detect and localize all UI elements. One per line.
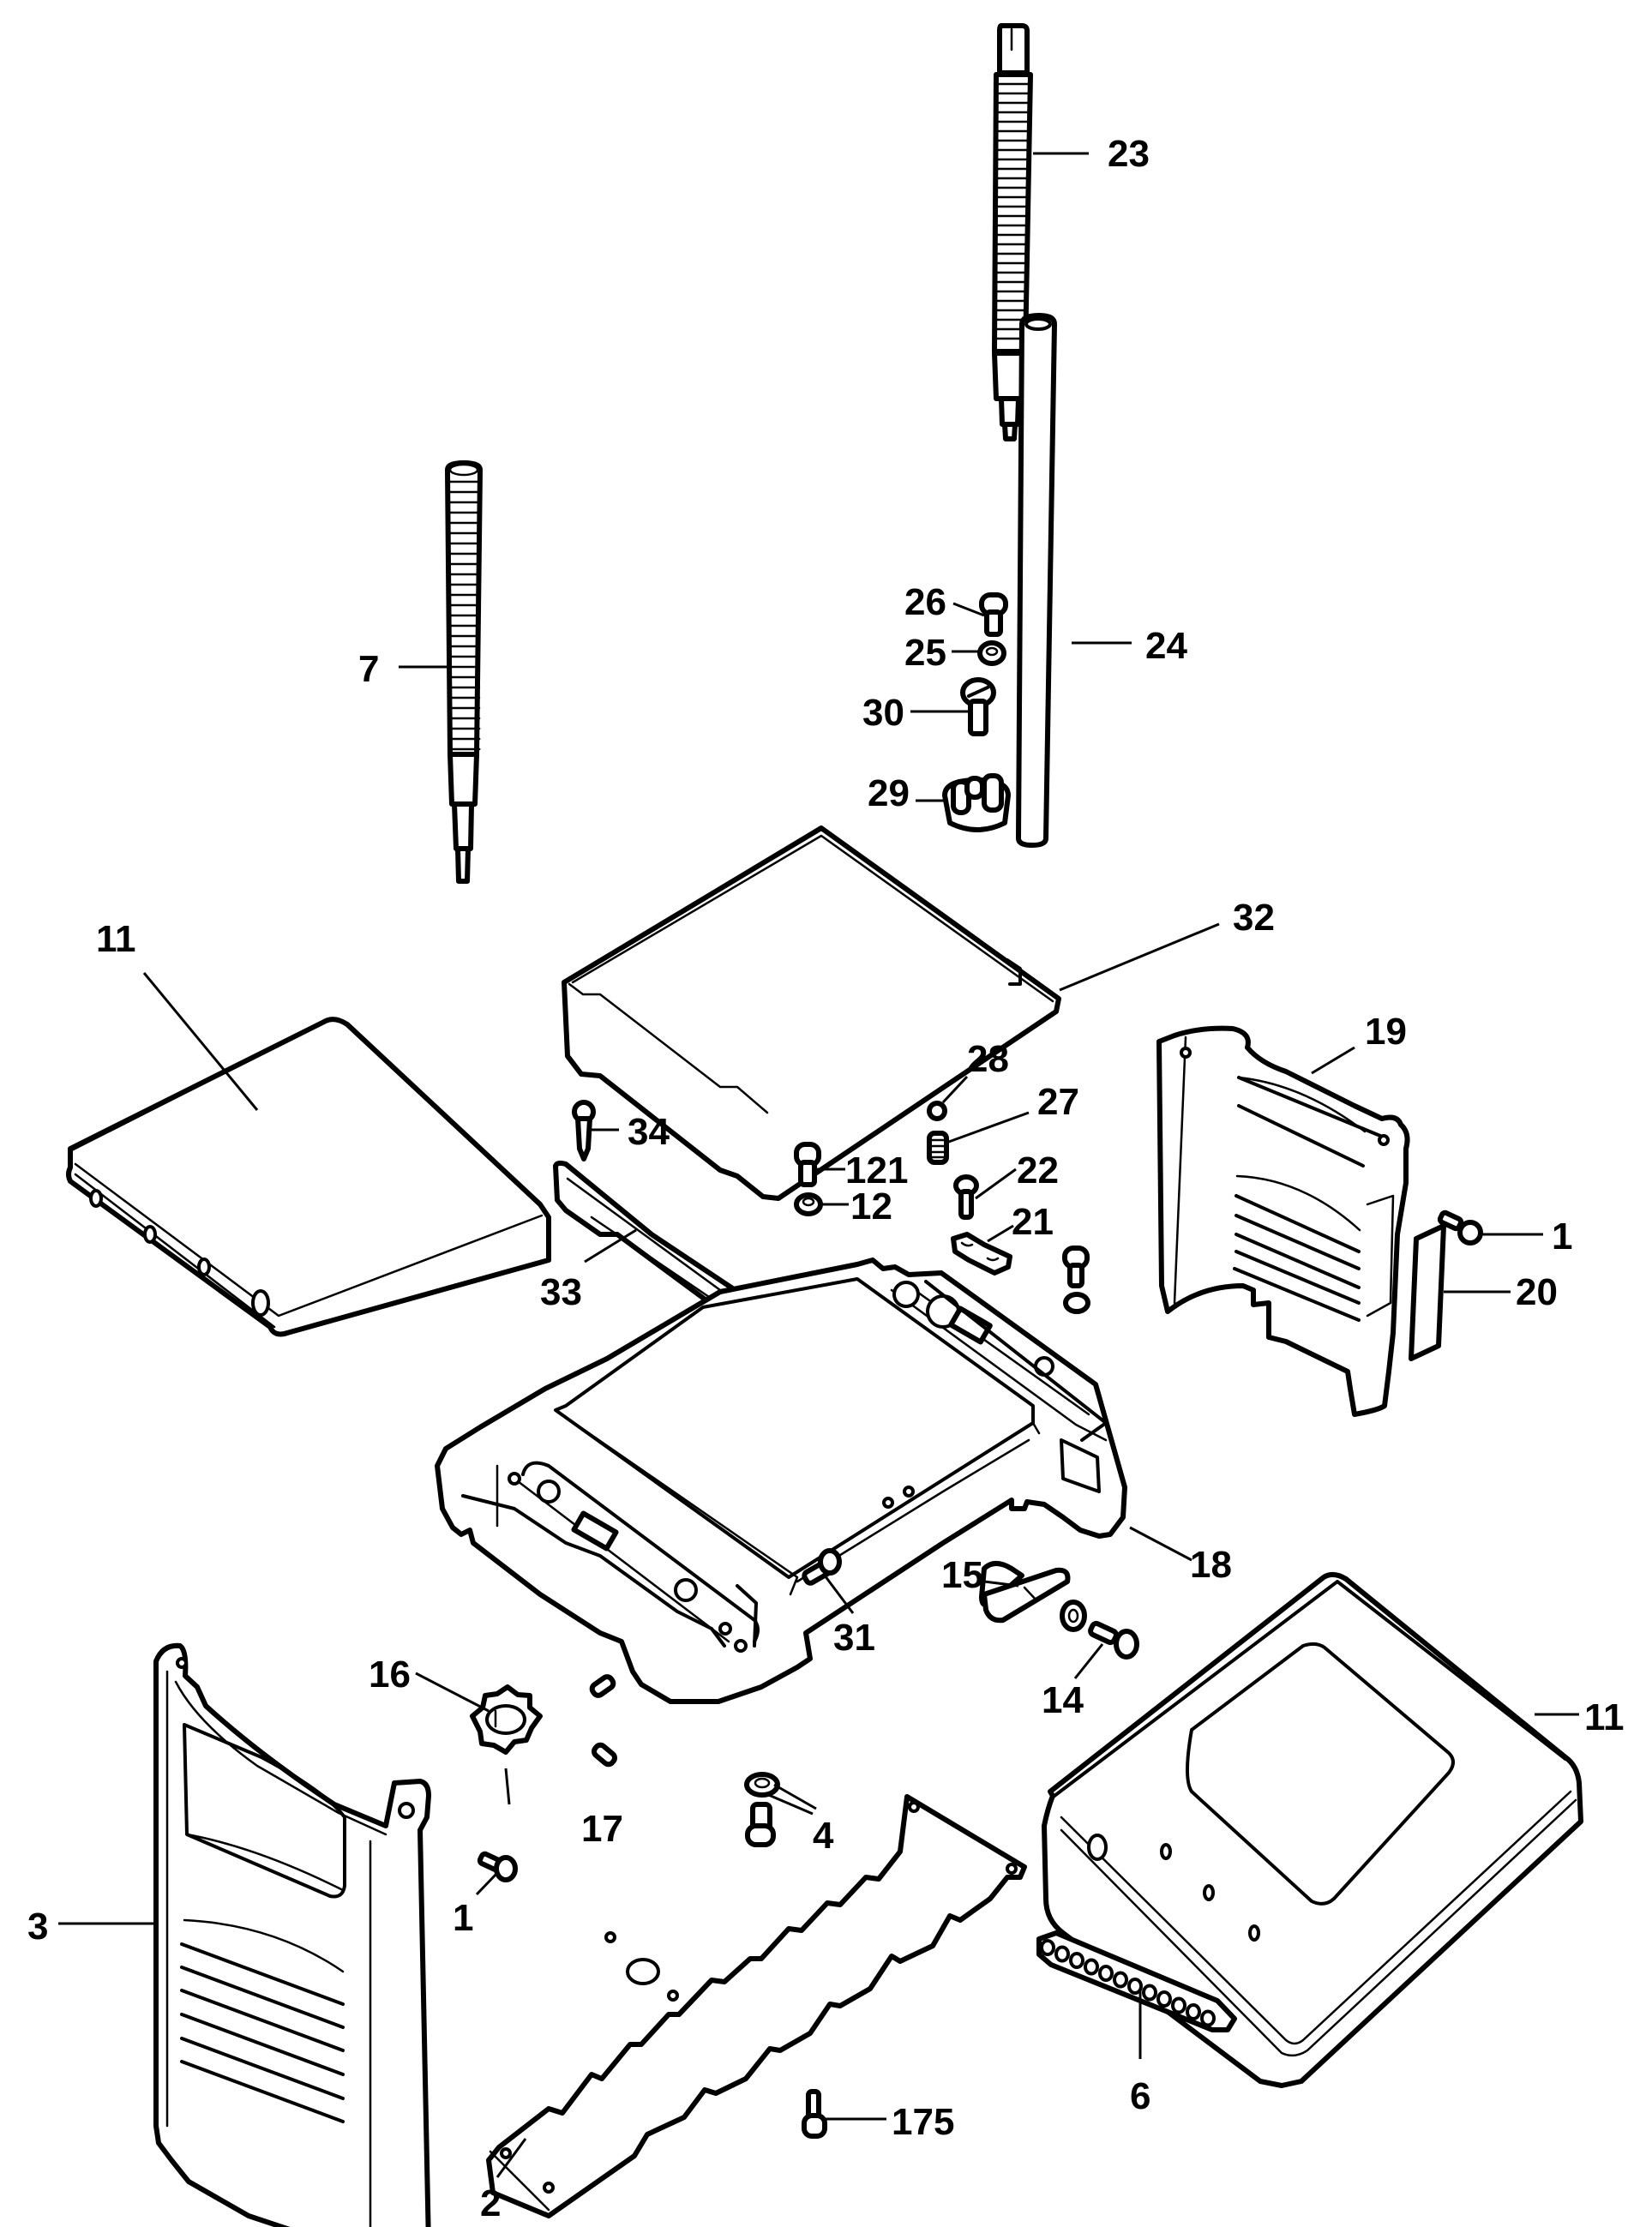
part-6-chain[interactable] bbox=[1036, 1930, 1237, 2032]
callout-14: 14 bbox=[1042, 1679, 1084, 1721]
leader-22 bbox=[975, 1168, 1017, 1200]
part-14-screw[interactable] bbox=[1060, 1600, 1139, 1660]
part-16-sprocket[interactable] bbox=[470, 1684, 543, 1755]
callout-34: 34 bbox=[628, 1111, 670, 1153]
part-121-bolt[interactable] bbox=[794, 1142, 821, 1187]
leader-32 bbox=[1059, 922, 1220, 992]
part-11-side-table-left[interactable] bbox=[66, 1017, 551, 1337]
callout-16: 16 bbox=[369, 1654, 411, 1696]
callout-24: 24 bbox=[1145, 625, 1187, 667]
part-175-screw[interactable] bbox=[802, 2089, 827, 2139]
part-20-label-plate[interactable] bbox=[1409, 1223, 1446, 1361]
chain-link bbox=[1200, 2009, 1216, 2027]
part-1-screw-left[interactable] bbox=[477, 1851, 518, 1882]
leader-33 bbox=[584, 1228, 637, 1264]
leader-11-left bbox=[142, 972, 259, 1111]
leader-18 bbox=[1129, 1526, 1192, 1562]
chain-link bbox=[1084, 1958, 1099, 1976]
chain-link bbox=[1098, 1965, 1114, 1982]
callout-27: 27 bbox=[1037, 1081, 1079, 1123]
part-11-side-table-right[interactable] bbox=[1042, 1572, 1583, 2088]
callout-32: 32 bbox=[1233, 897, 1275, 939]
part-26-screw[interactable] bbox=[979, 592, 1008, 637]
leader-31 bbox=[823, 1575, 855, 1614]
leader-14 bbox=[1073, 1643, 1104, 1679]
callout-3: 3 bbox=[27, 1906, 48, 1948]
chain-link bbox=[1171, 1996, 1186, 2014]
chain-link bbox=[1156, 1990, 1172, 2008]
part-24-column-tube[interactable] bbox=[1016, 313, 1057, 848]
leader-21 bbox=[987, 1224, 1014, 1243]
chain-link bbox=[1040, 1939, 1055, 1956]
callout-121: 121 bbox=[845, 1150, 908, 1192]
chain-link bbox=[1113, 1971, 1128, 1989]
part-19-side-cover-right[interactable] bbox=[1156, 1025, 1410, 1417]
callout-20: 20 bbox=[1516, 1271, 1558, 1313]
leader-15 bbox=[983, 1580, 1019, 1588]
callout-26: 26 bbox=[904, 581, 946, 623]
part-4-bolt-and-washer[interactable] bbox=[744, 1772, 780, 1847]
part-1-screw-right[interactable] bbox=[1437, 1210, 1483, 1246]
callout-17: 17 bbox=[581, 1808, 623, 1850]
chain-link bbox=[1054, 1945, 1070, 1963]
callout-4: 4 bbox=[813, 1815, 834, 1857]
callout-23: 23 bbox=[1108, 133, 1150, 175]
callout-175: 175 bbox=[892, 2101, 954, 2143]
chain-link bbox=[1127, 1978, 1143, 1995]
callout-1-left: 1 bbox=[453, 1897, 473, 1939]
part-12-nut[interactable] bbox=[794, 1192, 823, 1216]
callout-30: 30 bbox=[862, 692, 904, 734]
part-32-top-plate[interactable] bbox=[562, 825, 1061, 1201]
leader-19 bbox=[1311, 1046, 1355, 1075]
callout-11-right: 11 bbox=[1584, 1696, 1625, 1738]
part-34-tapping-screw[interactable] bbox=[572, 1100, 596, 1162]
chain-link bbox=[1069, 1952, 1084, 1969]
callout-19: 19 bbox=[1365, 1011, 1407, 1053]
callout-29: 29 bbox=[868, 772, 910, 814]
callout-18: 18 bbox=[1190, 1544, 1232, 1586]
leader-1-left bbox=[475, 1871, 499, 1896]
callout-33: 33 bbox=[540, 1271, 582, 1313]
part-7-threaded-rod[interactable] bbox=[445, 460, 483, 884]
part-27-spring[interactable] bbox=[927, 1131, 949, 1165]
part-28-ball[interactable] bbox=[927, 1101, 947, 1121]
part-31-screw[interactable] bbox=[802, 1548, 842, 1586]
callout-22: 22 bbox=[1017, 1150, 1059, 1192]
part-21-clamp[interactable] bbox=[951, 1232, 1012, 1276]
part-25-washer[interactable] bbox=[977, 640, 1006, 666]
part-30-shoulder-screw[interactable] bbox=[960, 677, 996, 736]
leader-16 bbox=[415, 1672, 490, 1713]
callout-2: 2 bbox=[480, 2182, 501, 2224]
part-22-screw[interactable] bbox=[953, 1174, 979, 1220]
part-3-side-cover-left[interactable] bbox=[153, 1642, 431, 2227]
bolt-and-nut-unlabeled bbox=[1062, 1246, 1090, 1314]
callout-1-right: 1 bbox=[1552, 1216, 1572, 1258]
leader-28 bbox=[941, 1075, 969, 1104]
part-2-bottom-plate[interactable] bbox=[486, 1794, 1027, 2218]
callout-21: 21 bbox=[1012, 1201, 1054, 1243]
leader-26 bbox=[952, 602, 985, 617]
leader-17 bbox=[504, 1768, 511, 1805]
leader-2 bbox=[496, 2138, 527, 2178]
callout-11-left: 11 bbox=[96, 918, 136, 960]
part-23-threaded-rod[interactable] bbox=[992, 23, 1033, 441]
callout-7: 7 bbox=[358, 648, 379, 690]
callout-25: 25 bbox=[904, 632, 946, 674]
part-17-set-screw[interactable] bbox=[589, 1674, 618, 1768]
leader-4 bbox=[764, 1783, 817, 1816]
callout-6: 6 bbox=[1130, 2075, 1150, 2117]
chain-link bbox=[1186, 2003, 1201, 2020]
part-18-base[interactable] bbox=[435, 1258, 1127, 1704]
part-29-knob[interactable] bbox=[942, 773, 1011, 832]
callout-15: 15 bbox=[941, 1554, 983, 1596]
callout-12: 12 bbox=[850, 1186, 892, 1228]
part-15-handle[interactable] bbox=[979, 1561, 1071, 1624]
leader-27 bbox=[946, 1111, 1030, 1144]
callout-31: 31 bbox=[833, 1617, 875, 1659]
chain-link bbox=[1142, 1984, 1157, 2002]
callout-28: 28 bbox=[967, 1038, 1009, 1080]
